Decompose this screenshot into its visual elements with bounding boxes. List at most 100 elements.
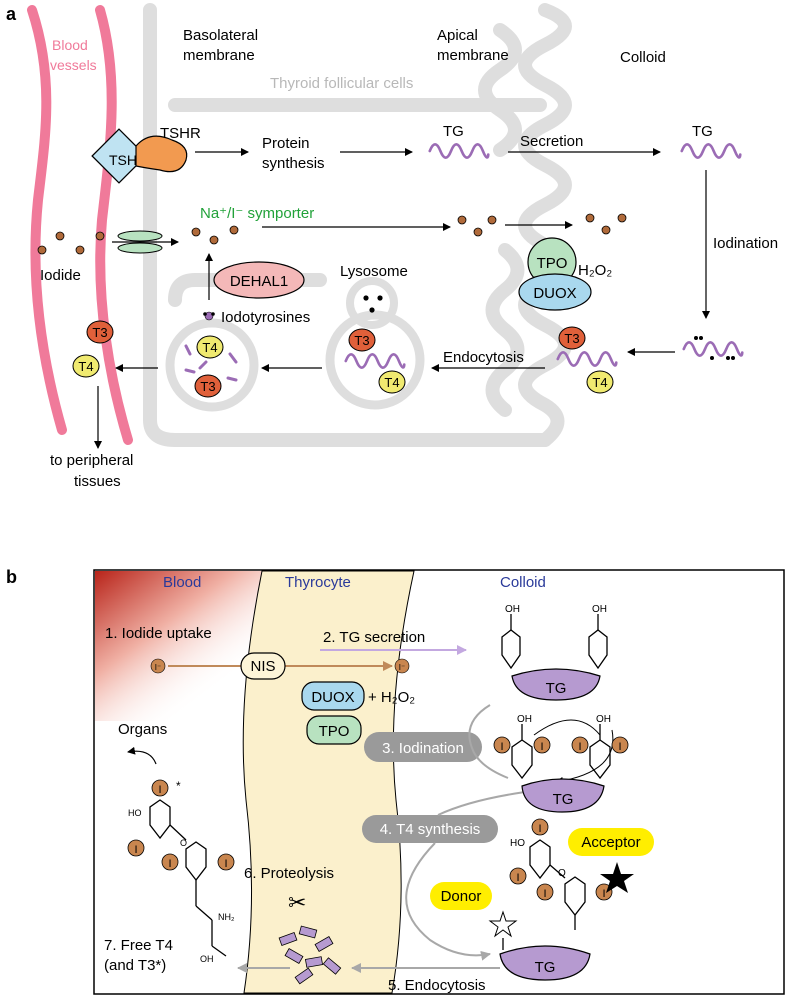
t3-lysosome	[194, 374, 222, 398]
duox-box-label: DUOX	[311, 689, 354, 706]
lysosome-bud	[346, 277, 398, 329]
duox-label: DUOX	[533, 285, 576, 302]
step1-label: 1. Iodide uptake	[105, 625, 212, 642]
basolateral-label-1: Basolateral	[183, 27, 258, 44]
colloid-label: Colloid	[620, 49, 666, 66]
step4-label: 4. T4 synthesis	[380, 821, 481, 838]
iodine-label-9: I	[158, 784, 161, 796]
peripheral-label-1: to peripheral	[50, 452, 133, 469]
acceptor-badge	[568, 828, 654, 856]
t4-colloid-label: T4	[592, 375, 607, 390]
lysosome-vesicle-right	[325, 310, 425, 410]
apical-label-1: Apical	[437, 27, 478, 44]
arrow-organs	[127, 746, 157, 765]
tg-fragments	[184, 344, 238, 382]
apical-label-2: membrane	[437, 47, 509, 64]
iodine-label-12: I	[224, 858, 227, 870]
acceptor-star-icon	[600, 862, 634, 893]
tg-strand-1	[428, 143, 490, 159]
tg-top-label: TG	[546, 680, 567, 697]
follicular-cells-label: Thyroid follicular cells	[270, 75, 413, 92]
dehal1-label: DEHAL1	[230, 273, 288, 290]
t3-endosome-label: T3	[354, 333, 369, 348]
ho-free-t4: HO	[128, 808, 142, 818]
t4-endosome-label: T4	[384, 375, 399, 390]
tg-label-2: TG	[692, 123, 713, 140]
cell-membranes	[143, 3, 572, 447]
t3-asterisk: *	[176, 779, 181, 793]
scissors-icon: ✂	[288, 890, 306, 915]
iodide-ion-blood	[150, 658, 166, 674]
o-free-t4: O	[180, 838, 187, 848]
iodide-label: Iodide	[40, 267, 81, 284]
symporter-channel	[112, 230, 179, 254]
iodine-label-8: I	[602, 888, 605, 900]
lysosome-label: Lysosome	[340, 263, 408, 280]
iodine-label-7: I	[543, 888, 546, 900]
tpo-box-label: TPO	[319, 723, 350, 740]
t3-colloid	[558, 326, 586, 350]
tg-strand-2	[680, 143, 742, 159]
iodine-label-11: I	[168, 858, 171, 870]
iodine-label-5: I	[538, 823, 541, 835]
iodine-atoms-bottom	[509, 818, 613, 901]
iodine-label-4: I	[618, 741, 621, 753]
free-t4-structure	[149, 799, 227, 957]
oh-mid-right: OH	[596, 714, 611, 725]
h2o2-label: H₂O₂	[578, 262, 612, 279]
oh-mid-left: OH	[517, 714, 532, 725]
iodine-label-1: I	[500, 741, 503, 753]
t3-lysosome-label: T3	[200, 379, 215, 394]
peripheral-label-2: tissues	[74, 473, 121, 490]
step5-label: 5. Endocytosis	[388, 977, 486, 994]
oh-top-right: OH	[592, 604, 607, 615]
thyrocyte-title: Thyrocyte	[285, 574, 351, 591]
colloid-title: Colloid	[500, 574, 546, 591]
t4-lysosome	[196, 335, 224, 359]
flow-curves	[237, 704, 526, 973]
protein-synthesis-label-1: Protein	[262, 135, 310, 152]
iodide-dots-cell	[191, 213, 627, 245]
tshr-receptor	[135, 135, 188, 173]
donor-label: Donor	[441, 888, 482, 905]
tg-top-structure	[501, 614, 608, 670]
duox-enzyme	[518, 273, 592, 311]
t3-released-label: T3	[92, 325, 107, 340]
tshr-label: TSHR	[160, 125, 201, 142]
blood-vessels-label-1: Blood	[52, 37, 88, 53]
h2o2-b-label: + H₂O₂	[368, 689, 415, 706]
donor-badge	[430, 882, 492, 910]
oh-free-t4: OH	[200, 954, 214, 964]
step6-label: 6. Proteolysis	[244, 865, 334, 882]
o-bottom: O	[558, 868, 566, 879]
iodinated-marks	[694, 336, 735, 360]
iodine-atoms-free-t4	[127, 779, 235, 871]
tpo-box	[306, 715, 362, 745]
oh-top-left: OH	[505, 604, 520, 615]
tg-middle-label: TG	[553, 791, 574, 808]
protein-synthesis-label-2: synthesis	[262, 155, 325, 172]
step4-pill	[362, 815, 498, 843]
iodotyrosine-glyph	[203, 311, 215, 321]
iodotyrosines-label: Iodotyrosines	[221, 309, 310, 326]
blood-vessels-label-2: vessels	[50, 57, 97, 73]
basolateral-label-2: membrane	[183, 47, 255, 64]
lysosome-vesicle-left	[165, 318, 259, 412]
tg-strand-endosome	[344, 353, 406, 369]
organs-label: Organs	[118, 721, 167, 738]
tg-label-1: TG	[443, 123, 464, 140]
symporter-label: Na⁺/I⁻ symporter	[200, 205, 314, 222]
iodide-ion-colloid-label: I⁻	[399, 663, 405, 672]
t4-released	[72, 354, 100, 378]
step3-pill	[364, 732, 482, 762]
tg-middle-structure	[511, 719, 614, 785]
tg-strand-colloid	[556, 351, 618, 367]
tg-peptide-fragments	[278, 925, 342, 985]
iodide-ion-colloid	[394, 658, 410, 674]
tg-bottom-structure	[529, 839, 586, 930]
nis-transporter	[240, 652, 286, 680]
t4-released-label: T4	[78, 359, 93, 374]
donor-star-icon	[488, 910, 518, 938]
tg-strand-iodinated	[682, 341, 744, 357]
